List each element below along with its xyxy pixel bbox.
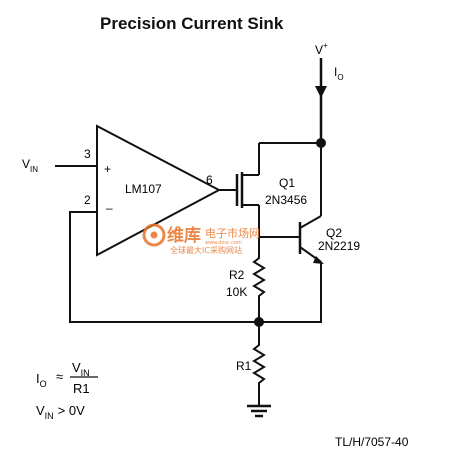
pin-3-label: 3 <box>84 147 91 161</box>
output-current-label: IO <box>334 65 344 82</box>
r2-resistor <box>252 243 266 322</box>
diagram-title: Precision Current Sink <box>100 14 284 33</box>
eq-approx: ≈ <box>56 369 63 384</box>
eq-denominator: R1 <box>73 381 90 396</box>
r2-ref: R2 <box>229 268 245 282</box>
eq-lhs: IO <box>36 371 47 389</box>
r1-resistor <box>252 322 266 406</box>
opamp-name: LM107 <box>125 182 162 196</box>
q2-ref: Q2 <box>326 226 342 240</box>
eq-condition: VIN> 0V <box>36 403 85 421</box>
watermark-brand: 维库 <box>167 225 201 246</box>
watermark-text: 电子市场网 <box>205 226 260 240</box>
opamp-plus-sign: + <box>104 162 111 176</box>
supply-label: V+ <box>315 41 328 57</box>
watermark-slogan: 全球最大IC采购网站 <box>170 245 242 255</box>
opamp-minus-sign: – <box>106 201 113 215</box>
q2-part: 2N2219 <box>318 239 360 253</box>
figure-code: TL/H/7057-40 <box>335 435 409 449</box>
q2-collector-lead <box>299 215 322 229</box>
q2-emitter-wire <box>259 262 322 323</box>
feedback-wire <box>69 211 259 323</box>
watermark-domain: www.dzsc.com <box>205 240 242 246</box>
input-label: VIN <box>22 157 38 174</box>
q1-ref: Q1 <box>279 176 295 190</box>
r1-ref: R1 <box>236 359 252 373</box>
q1-part: 2N3456 <box>265 193 307 207</box>
current-equation: IO ≈ VIN R1 VIN> 0V <box>36 360 98 421</box>
watermark-logo-icon <box>142 223 166 247</box>
current-arrow <box>315 86 327 98</box>
watermark: 维库 电子市场网 www.dzsc.com 全球最大IC采购网站 <box>142 223 260 255</box>
pin-6-label: 6 <box>206 173 213 187</box>
r2-value: 10K <box>226 285 247 299</box>
eq-numerator: VIN <box>72 360 90 378</box>
opamp-symbol <box>96 124 222 257</box>
pin-2-label: 2 <box>84 193 91 207</box>
